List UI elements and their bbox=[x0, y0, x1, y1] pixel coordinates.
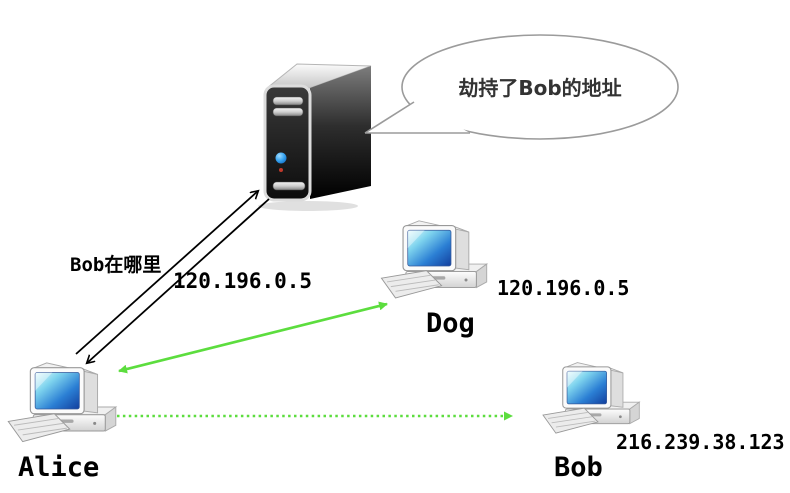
alice-name-label: Alice bbox=[18, 452, 100, 483]
bob-name-label: Bob bbox=[554, 452, 603, 483]
query-arrow bbox=[75, 191, 258, 355]
response-ip-label: 120.196.0.5 bbox=[173, 269, 313, 293]
server-icon bbox=[258, 63, 372, 211]
speech-bubble bbox=[364, 34, 679, 140]
speech-bubble-tail bbox=[365, 102, 470, 133]
query-label: Bob在哪里 bbox=[70, 254, 162, 276]
dog-name-label: Dog bbox=[426, 308, 475, 339]
speech-bubble-text: 劫持了Bob的地址 bbox=[458, 75, 622, 100]
bob-ip-label: 216.239.38.123 bbox=[616, 430, 785, 454]
response-arrow bbox=[87, 198, 270, 363]
alice-dog-link-arrow bbox=[118, 301, 388, 374]
dog-ip-label: 120.196.0.5 bbox=[497, 276, 630, 300]
server-led-icon bbox=[275, 152, 287, 164]
speech-bubble-body bbox=[401, 34, 679, 140]
